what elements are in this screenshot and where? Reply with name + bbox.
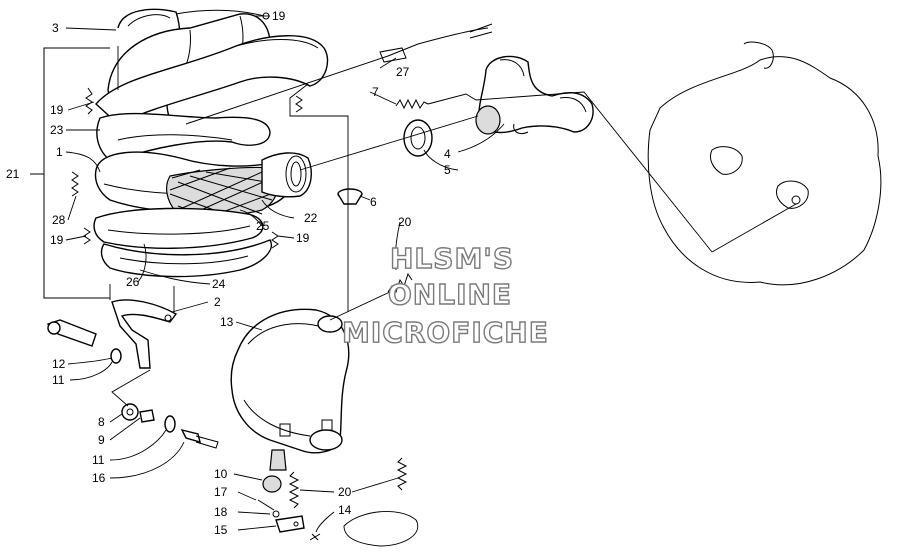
callout-3: 3 bbox=[52, 21, 59, 35]
watermark-line-3: MICROFICHE bbox=[342, 316, 549, 349]
expansion-chamber bbox=[71, 8, 329, 278]
bushing-9 bbox=[139, 409, 155, 423]
callout-23: 23 bbox=[50, 123, 64, 137]
reference-lines bbox=[109, 46, 797, 407]
assembly-bracket-21 bbox=[43, 47, 110, 299]
washer-11b bbox=[164, 415, 176, 433]
washer-18 bbox=[272, 510, 280, 518]
callout-18: 18 bbox=[214, 505, 228, 519]
spring-7 bbox=[395, 98, 429, 110]
callout-numbers: 3 19 19 23 1 21 28 19 19 25 22 26 24 2 1… bbox=[6, 9, 451, 537]
bolt-16 bbox=[180, 428, 219, 449]
gasket-ring-5 bbox=[403, 119, 433, 157]
muffler-13 bbox=[230, 308, 350, 471]
washer-11a bbox=[110, 348, 122, 364]
callout-10: 10 bbox=[214, 467, 228, 481]
callout-20-upper: 20 bbox=[398, 215, 412, 229]
callout-17: 17 bbox=[214, 485, 228, 499]
callout-5: 5 bbox=[444, 163, 451, 177]
callout-24: 24 bbox=[212, 277, 226, 291]
callout-21: 21 bbox=[6, 167, 20, 181]
spring-20-upper-lead bbox=[329, 289, 395, 321]
cable-27 bbox=[185, 23, 493, 125]
callout-19-lower: 19 bbox=[50, 233, 64, 247]
mount-bracket-2 bbox=[111, 299, 178, 369]
callout-20-lower: 20 bbox=[338, 485, 352, 499]
pin-17 bbox=[257, 499, 275, 511]
watermark-line-2: ONLINE bbox=[388, 278, 512, 311]
callout-7: 7 bbox=[372, 85, 379, 99]
callout-16: 16 bbox=[92, 471, 106, 485]
callout-13: 13 bbox=[220, 315, 234, 329]
callout-1: 1 bbox=[56, 145, 63, 159]
callout-leaders bbox=[65, 15, 505, 533]
bracket-12 bbox=[46, 319, 97, 347]
exhaust-manifold-4 bbox=[475, 55, 594, 135]
callout-26: 26 bbox=[126, 275, 140, 289]
callout-6: 6 bbox=[370, 195, 377, 209]
spring-7-line bbox=[427, 93, 477, 105]
callout-9: 9 bbox=[98, 433, 105, 447]
callout-12: 12 bbox=[52, 357, 66, 371]
callout-27: 27 bbox=[396, 65, 410, 79]
spring-20-lower-left bbox=[288, 471, 300, 509]
grommet-6 bbox=[337, 188, 363, 205]
callout-4: 4 bbox=[444, 147, 451, 161]
spring-20-lower-right bbox=[396, 457, 408, 491]
callout-11-lower: 11 bbox=[92, 453, 105, 467]
spacer-8 bbox=[121, 403, 139, 421]
callout-8: 8 bbox=[98, 415, 105, 429]
callout-14: 14 bbox=[338, 503, 352, 517]
rivet-14 bbox=[309, 533, 321, 541]
spring-20-upper bbox=[387, 272, 413, 294]
callout-15: 15 bbox=[214, 523, 228, 537]
mount-plate-outline bbox=[343, 511, 419, 547]
cap-10 bbox=[262, 475, 282, 493]
callout-19-left: 19 bbox=[50, 103, 64, 117]
callout-11-upper: 11 bbox=[52, 373, 65, 387]
callout-22: 22 bbox=[304, 211, 318, 225]
watermark: HLSM'S ONLINE MICROFICHE bbox=[341, 241, 549, 349]
watermark-line-1: HLSM'S bbox=[390, 242, 514, 275]
callout-28: 28 bbox=[52, 213, 66, 227]
bracket-15 bbox=[275, 515, 305, 533]
callout-19-top: 19 bbox=[272, 9, 286, 23]
callout-19-right: 19 bbox=[296, 231, 310, 245]
engine-outline bbox=[647, 41, 882, 286]
callout-2: 2 bbox=[214, 295, 221, 309]
callout-25: 25 bbox=[256, 219, 270, 233]
